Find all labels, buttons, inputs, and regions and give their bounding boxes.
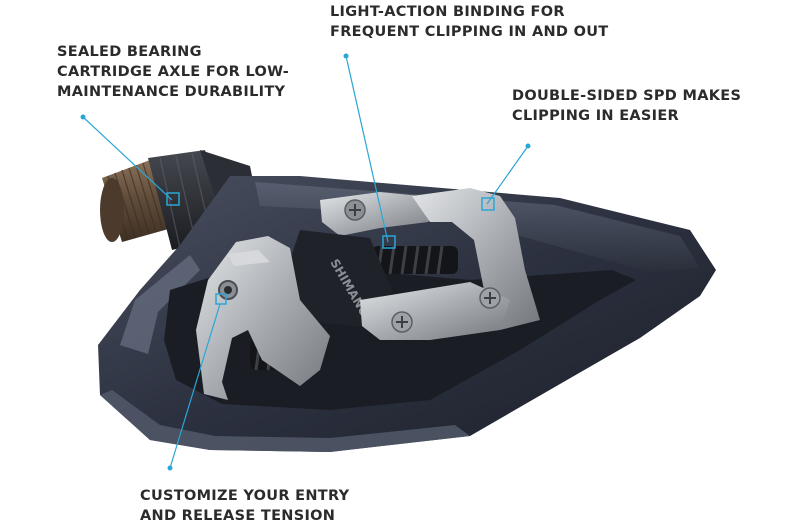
dot-tension <box>167 465 173 471</box>
leader-spd <box>486 145 529 205</box>
dot-bearing <box>80 114 86 120</box>
callout-bearing-line-2: CARTRIDGE AXLE FOR LOW- <box>57 64 290 80</box>
leader-lines <box>82 55 529 469</box>
callout-spd-label: DOUBLE-SIDED SPD MAKES CLIPPING IN EASIE… <box>512 86 741 126</box>
callout-targets <box>166 192 495 305</box>
leader-bearing <box>82 116 173 201</box>
rear-binding <box>320 188 540 330</box>
target-binding <box>382 235 396 249</box>
leader-tension <box>169 303 221 469</box>
callout-binding-label: LIGHT-ACTION BINDING FOR FREQUENT CLIPPI… <box>330 2 608 42</box>
callout-binding-line-2: FREQUENT CLIPPING IN AND OUT <box>330 24 609 40</box>
leader-binding <box>345 55 389 243</box>
callout-binding-line-1: LIGHT-ACTION BINDING FOR <box>330 4 565 20</box>
callout-tension-line-1: CUSTOMIZE YOUR ENTRY <box>140 488 350 504</box>
callout-spd-line-2: CLIPPING IN EASIER <box>512 108 680 124</box>
target-bearing <box>166 192 180 206</box>
callout-tension-line-2: AND RELEASE TENSION <box>140 508 336 524</box>
callout-bearing-line-3: MAINTENANCE DURABILITY <box>57 84 286 100</box>
target-spd <box>481 197 495 211</box>
callout-bearing-line-1: SEALED BEARING <box>57 44 202 60</box>
callout-markers <box>80 53 531 471</box>
dot-binding <box>343 53 349 59</box>
callout-tension-label: CUSTOMIZE YOUR ENTRY AND RELEASE TENSION <box>140 486 349 526</box>
callout-spd-line-1: DOUBLE-SIDED SPD MAKES <box>512 88 742 104</box>
dot-spd <box>525 143 531 149</box>
callout-bearing-label: SEALED BEARING CARTRIDGE AXLE FOR LOW- M… <box>57 42 289 102</box>
target-tension <box>215 293 227 305</box>
